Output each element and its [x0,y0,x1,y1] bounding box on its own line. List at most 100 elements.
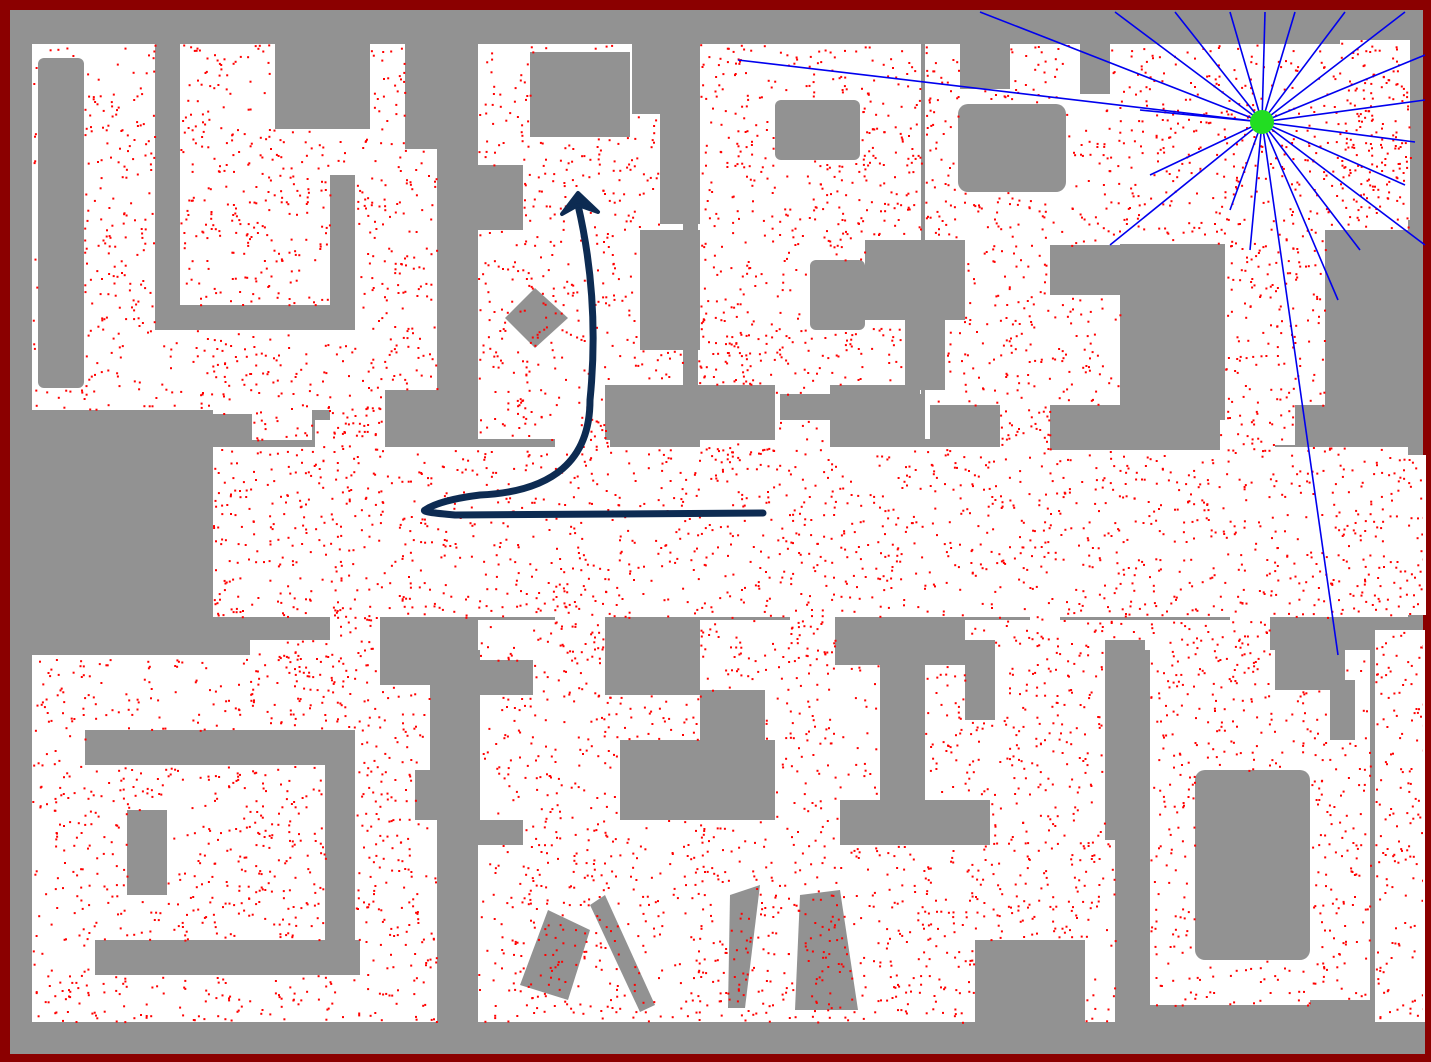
particle [1023,567,1025,569]
particle [820,831,822,833]
particle [1336,979,1338,981]
particle [599,568,601,570]
particle [1082,590,1084,592]
particle [367,767,369,769]
particle [1167,680,1169,682]
particle [386,120,388,122]
particle [1323,392,1325,394]
particle [689,518,691,520]
particle [187,210,189,212]
particle [1398,606,1400,608]
particle [431,933,433,935]
particle [230,345,232,347]
particle [36,870,38,872]
particle [764,611,766,613]
particle [1195,653,1197,655]
particle [223,614,225,616]
particle [773,953,775,955]
particle [1366,710,1368,712]
particle [342,1016,344,1018]
particle [69,735,71,737]
particle [898,477,900,479]
particle [209,901,211,903]
particle [1320,834,1322,836]
particle [765,866,767,868]
particle [1011,352,1013,354]
particle [1208,509,1210,511]
particle [804,883,806,885]
particle [952,916,954,918]
particle [1380,835,1382,837]
particle [34,348,36,350]
particle [1221,722,1223,724]
particle [159,912,161,914]
particle [516,791,518,793]
particle [958,566,960,568]
particle [1356,113,1358,115]
particle [1244,85,1246,87]
particle [1162,735,1164,737]
particle [255,384,257,386]
particle [358,223,360,225]
particle [1056,69,1058,71]
particle [518,572,520,574]
particle [1039,429,1041,431]
particle [292,545,294,547]
particle [897,203,899,205]
particle [599,919,601,921]
particle [558,778,560,780]
particle [820,807,822,809]
particle [112,116,114,118]
particle [1034,547,1036,549]
particle [958,70,960,72]
particle [289,857,291,859]
particle [900,366,902,368]
particle [495,351,497,353]
particle [747,675,749,677]
particle [258,901,260,903]
particle [557,605,559,607]
particle [125,48,127,50]
particle [1247,644,1249,646]
particle [1416,740,1418,742]
particle [1088,224,1090,226]
particle [668,820,670,822]
particle [404,291,406,293]
particle [556,518,558,520]
particle [228,997,230,999]
particle [688,844,690,846]
particle [551,439,553,441]
particle [1052,908,1054,910]
particle [1186,883,1188,885]
particle [1188,628,1190,630]
particle [294,527,296,529]
particle [949,371,951,373]
particle [126,169,128,171]
particle [406,179,408,181]
particle [1113,465,1115,467]
particle [1304,159,1306,161]
particle [698,970,700,972]
particle [398,870,400,872]
particle [827,966,829,968]
particle [1386,82,1388,84]
particle [205,1000,207,1002]
particle [1384,158,1386,160]
particle [147,788,149,790]
particle [926,115,928,117]
particle [1310,400,1312,402]
particle [1128,567,1130,569]
particle [1218,243,1220,245]
particle [1132,192,1134,194]
particle [1144,603,1146,605]
particle [1029,904,1031,906]
particle [218,230,220,232]
particle [889,889,891,891]
particle [1363,89,1365,91]
particle [372,792,374,794]
particle [822,926,824,928]
particle [485,262,487,264]
particle [1066,601,1068,603]
particle [215,540,217,542]
particle [300,840,302,842]
